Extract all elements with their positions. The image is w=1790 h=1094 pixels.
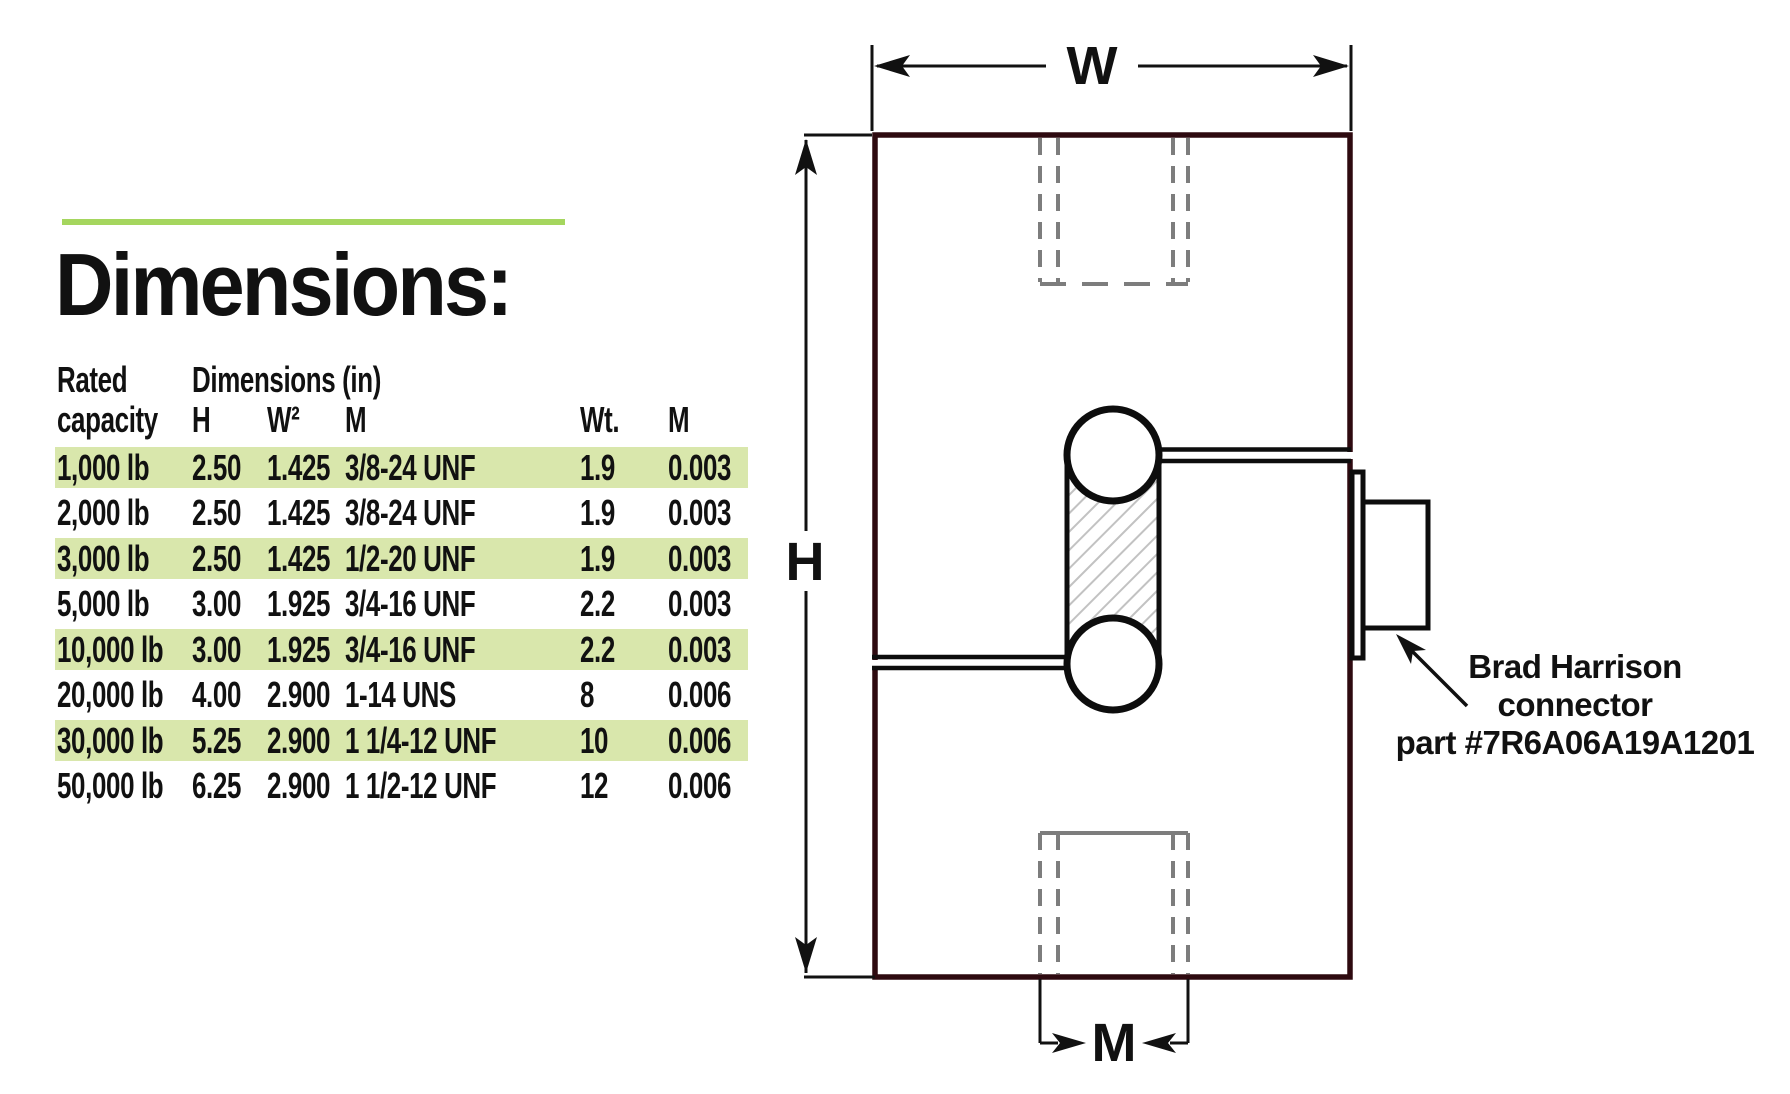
cell-m: 3/4-16 UNF xyxy=(345,629,476,670)
cell-m: 3/8-24 UNF xyxy=(345,447,476,488)
header-wt: Wt. xyxy=(580,399,620,440)
connector-annotation: Brad Harrison connector part #7R6A06A19A… xyxy=(1392,648,1758,762)
table-row: 1,000 lb 2.50 1.425 3/8-24 UNF 1.9 0.003 xyxy=(55,447,748,488)
cell-m2: 0.006 xyxy=(668,765,732,806)
header-h: H xyxy=(192,399,211,440)
cell-w: 1.425 xyxy=(267,538,331,579)
cell-h: 2.50 xyxy=(192,492,242,533)
cell-m2: 0.006 xyxy=(668,720,732,761)
table-row: 2,000 lb 2.50 1.425 3/8-24 UNF 1.9 0.003 xyxy=(55,492,748,533)
cell-m2: 0.003 xyxy=(668,492,732,533)
cell-m: 1 1/2-12 UNF xyxy=(345,765,497,806)
cell-wt: 2.2 xyxy=(580,583,615,624)
w-right-arrowhead xyxy=(1313,55,1349,77)
cell-wt: 1.9 xyxy=(580,538,615,579)
cell-h: 4.00 xyxy=(192,674,242,715)
w-left-arrowhead xyxy=(874,55,910,77)
cell-w: 1.425 xyxy=(267,492,331,533)
table-row: 50,000 lb 6.25 2.900 1 1/2-12 UNF 12 0.0… xyxy=(55,765,748,806)
m-right-arrowhead xyxy=(1052,1033,1086,1053)
cell-wt: 12 xyxy=(580,765,609,806)
header-capacity: capacity xyxy=(57,399,158,440)
cell-wt: 10 xyxy=(580,720,609,761)
table-row: 30,000 lb 5.25 2.900 1 1/4-12 UNF 10 0.0… xyxy=(55,720,748,761)
cell-w: 2.900 xyxy=(267,720,331,761)
cell-h: 6.25 xyxy=(192,765,242,806)
h-up-arrowhead xyxy=(795,139,817,175)
table-row: 20,000 lb 4.00 2.900 1-14 UNS 8 0.006 xyxy=(55,674,748,715)
cell-capacity: 3,000 lb xyxy=(57,538,150,579)
cell-w: 1.925 xyxy=(267,629,331,670)
dimension-h xyxy=(795,133,875,979)
cell-capacity: 50,000 lb xyxy=(57,765,164,806)
header-m: M xyxy=(345,399,367,440)
annotation-line3: part #7R6A06A19A1201 xyxy=(1395,724,1755,761)
cell-m2: 0.003 xyxy=(668,538,732,579)
connector-leader-arrow xyxy=(1396,634,1469,708)
cell-m2: 0.003 xyxy=(668,629,732,670)
h-down-arrowhead xyxy=(795,937,817,973)
cell-m: 3/8-24 UNF xyxy=(345,492,476,533)
cell-m: 3/4-16 UNF xyxy=(345,583,476,624)
cell-m2: 0.003 xyxy=(668,447,732,488)
cell-wt: 8 xyxy=(580,674,595,715)
lower-relief-hole xyxy=(1063,614,1163,714)
table-row: 5,000 lb 3.00 1.925 3/4-16 UNF 2.2 0.003 xyxy=(55,583,748,624)
cell-h: 2.50 xyxy=(192,538,242,579)
page-title: Dimensions: xyxy=(55,235,513,334)
s-beam-center-section xyxy=(869,405,1356,714)
upper-relief-hole xyxy=(1063,405,1163,505)
annotation-line2: connector xyxy=(1497,686,1653,723)
cell-capacity: 10,000 lb xyxy=(57,629,164,670)
annotation-line1: Brad Harrison xyxy=(1468,648,1682,685)
header-dimensions-group: Dimensions (in) xyxy=(192,359,382,400)
cell-wt: 1.9 xyxy=(580,447,615,488)
bottom-tapped-hole xyxy=(1038,831,1190,974)
cell-wt: 2.2 xyxy=(580,629,615,670)
cell-w: 2.900 xyxy=(267,674,331,715)
m-left-arrowhead xyxy=(1142,1033,1176,1053)
top-tapped-hole xyxy=(1038,138,1190,286)
cell-capacity: 20,000 lb xyxy=(57,674,164,715)
accent-line xyxy=(62,219,565,225)
cell-w: 1.425 xyxy=(267,447,331,488)
cell-w: 2.900 xyxy=(267,765,331,806)
cell-m2: 0.006 xyxy=(668,674,732,715)
connector xyxy=(1349,469,1431,661)
lower-slot-gap xyxy=(869,660,881,667)
cell-wt: 1.9 xyxy=(580,492,615,533)
dim-w-label: W xyxy=(1067,36,1118,96)
cell-m2: 0.003 xyxy=(668,583,732,624)
dim-m-label: M xyxy=(1092,1013,1137,1073)
dimension-m xyxy=(1038,979,1190,1053)
header-m2: M xyxy=(668,399,690,440)
cell-m: 1-14 UNS xyxy=(345,674,456,715)
cell-m: 1/2-20 UNF xyxy=(345,538,476,579)
cell-m: 1 1/4-12 UNF xyxy=(345,720,497,761)
connector-body xyxy=(1360,499,1431,631)
cell-h: 5.25 xyxy=(192,720,242,761)
dimension-w xyxy=(870,45,1353,131)
header-w: W² xyxy=(267,399,300,440)
leader-arrowhead xyxy=(1396,634,1426,664)
cell-h: 2.50 xyxy=(192,447,242,488)
table-row: 10,000 lb 3.00 1.925 3/4-16 UNF 2.2 0.00… xyxy=(55,629,748,670)
dim-h-label: H xyxy=(786,532,825,592)
cell-capacity: 30,000 lb xyxy=(57,720,164,761)
upper-slot-gap xyxy=(1344,452,1356,459)
header-rated: Rated xyxy=(57,359,128,400)
cell-capacity: 2,000 lb xyxy=(57,492,150,533)
cell-h: 3.00 xyxy=(192,629,242,670)
cell-capacity: 5,000 lb xyxy=(57,583,150,624)
cell-w: 1.925 xyxy=(267,583,331,624)
table-row: 3,000 lb 2.50 1.425 1/2-20 UNF 1.9 0.003 xyxy=(55,538,748,579)
cell-capacity: 1,000 lb xyxy=(57,447,150,488)
cell-h: 3.00 xyxy=(192,583,242,624)
